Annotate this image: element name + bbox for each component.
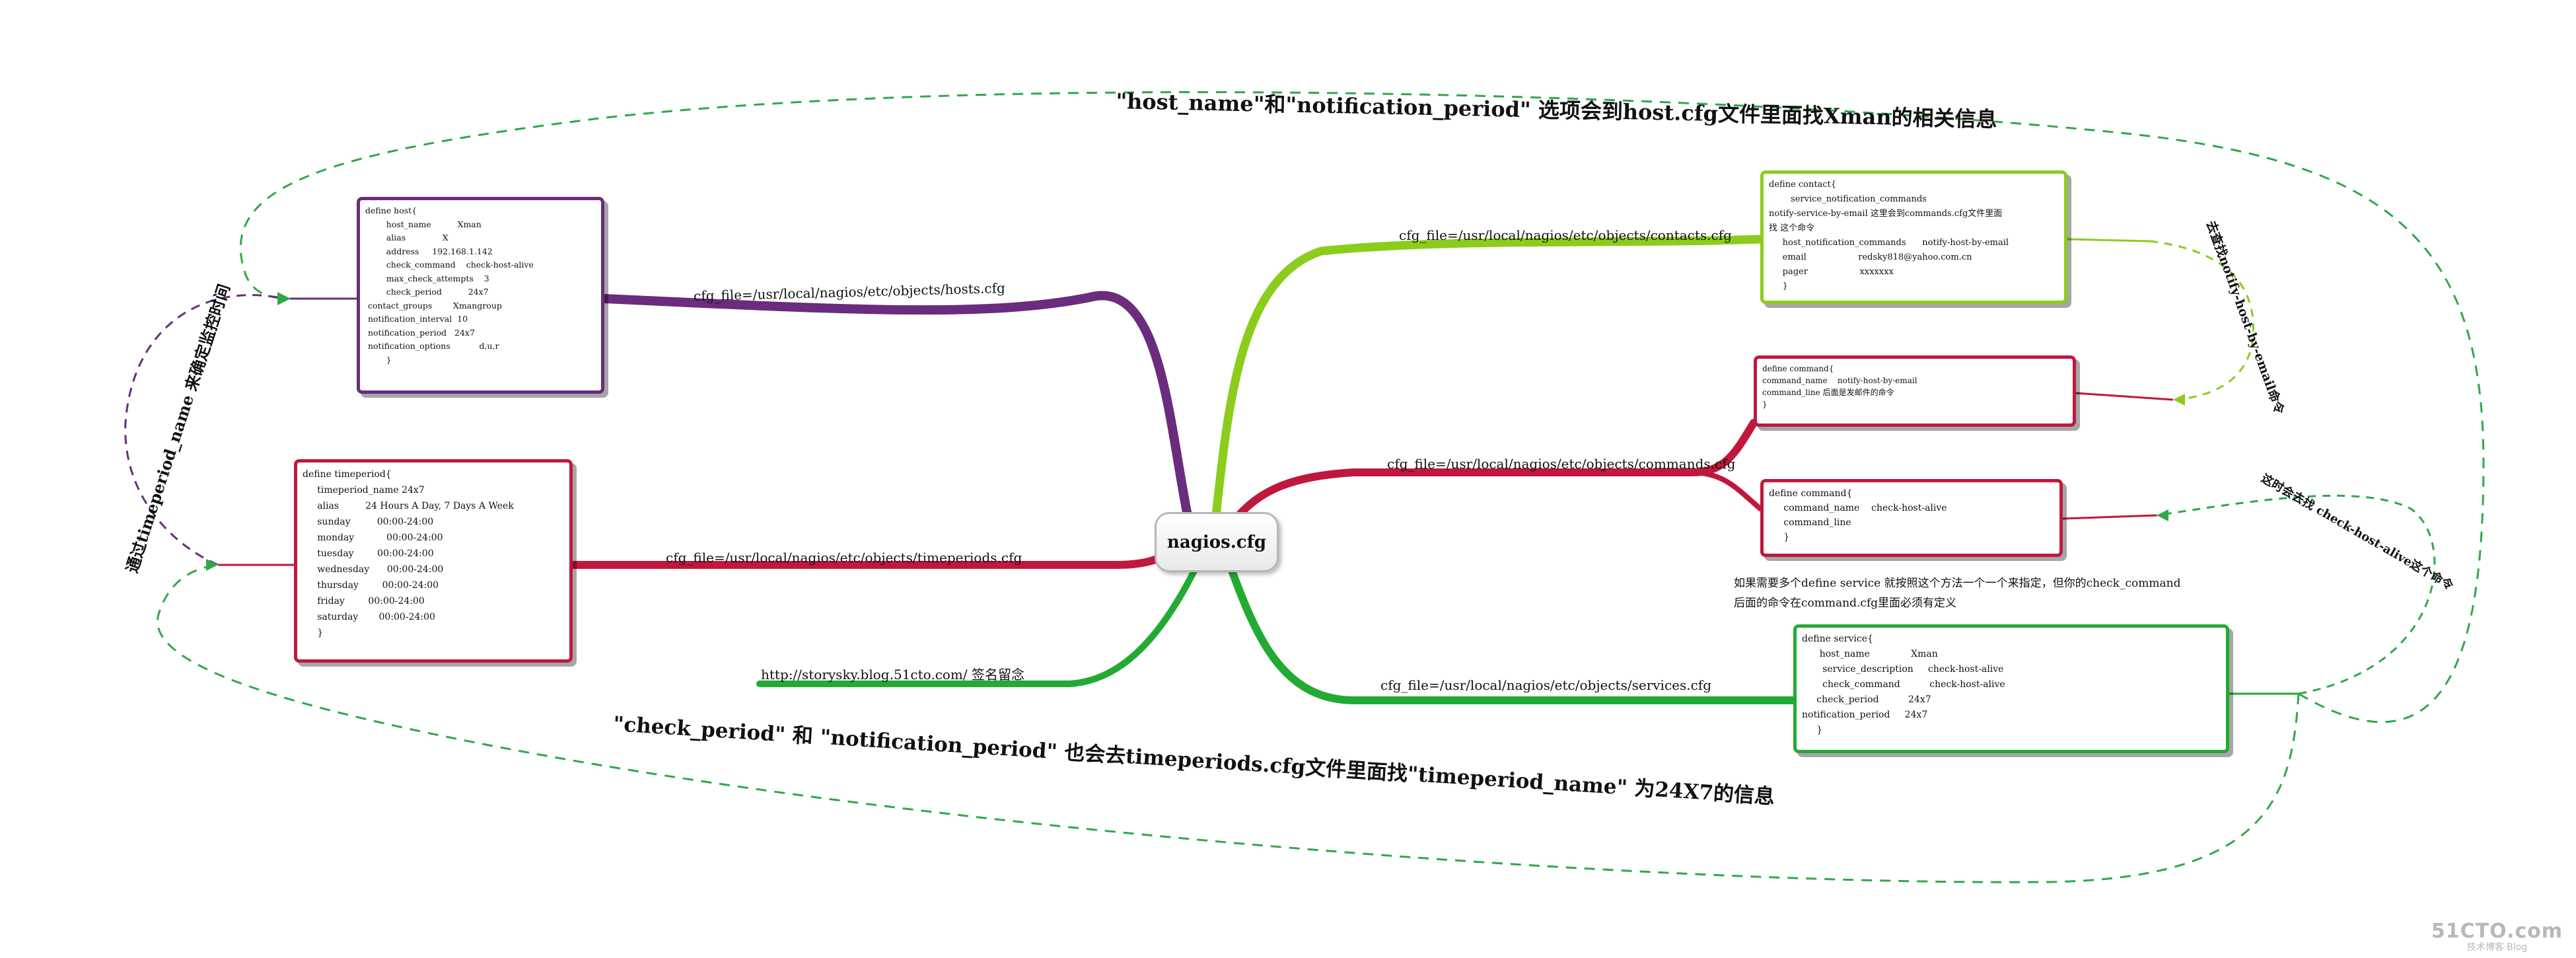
timeperiods-line: thursday 00:00-24:00	[303, 580, 439, 591]
branch-hosts	[600, 291, 1194, 527]
branch-services	[1225, 558, 1797, 704]
watermark-line-1: 51CTO.com	[2431, 920, 2563, 943]
services-line: service_description check-host-alive	[1802, 664, 2004, 675]
arrowhead-services	[2157, 509, 2168, 521]
command-check-host-alive-box: define command{ command_name check-host-…	[1760, 479, 2063, 557]
edge-label-commands: cfg_file=/usr/local/nagios/etc/objects/c…	[1387, 456, 1736, 472]
command2-line: define command{	[1769, 488, 1853, 499]
command2-line: }	[1769, 532, 1790, 542]
command-notify-host-box: define command{ command_name notify-host…	[1754, 355, 2076, 427]
arrowhead-left-loop	[277, 292, 291, 305]
hosts-line: max_check_attempts 3	[365, 273, 489, 283]
dashed-left-purple	[124, 294, 278, 566]
edge-label-contacts: cfg_file=/usr/local/nagios/etc/objects/c…	[1399, 227, 1732, 243]
hosts-line: }	[365, 354, 392, 365]
stub-command1	[2075, 392, 2174, 401]
timeperiods-line: friday 00:00-24:00	[303, 596, 425, 607]
services-line: check_command check-host-alive	[1802, 679, 2005, 690]
contacts-line: service_notification_commands	[1769, 194, 1927, 204]
command2-line: command_name check-host-alive	[1769, 503, 1947, 513]
timeperiods-line: tuesday 00:00-24:00	[303, 548, 434, 559]
services-line: host_name Xman	[1802, 649, 1938, 659]
timeperiods-line: wednesday 00:00-24:00	[303, 564, 444, 575]
hosts-line: contact_groups Xmangroup	[365, 300, 502, 311]
hosts-cfg-box: define host{ host_name Xman alias X addr…	[357, 197, 604, 394]
note-services-line-1: 如果需要多个define service 就按照这个方法一个一个来指定，但你的c…	[1734, 577, 2181, 590]
edge-label-services: cfg_file=/usr/local/nagios/etc/objects/s…	[1380, 677, 1712, 693]
watermark-line-2: 技术博客 Blog	[2466, 942, 2528, 953]
dashed-top-loop	[239, 91, 2485, 723]
contacts-line: define contact{	[1769, 180, 1837, 190]
arrowhead-timeperiods	[206, 559, 218, 571]
timeperiods-line: saturday 00:00-24:00	[303, 612, 435, 622]
command2-line: command_line	[1769, 517, 1851, 528]
edge-label-blog: http://storysky.blog.51cto.com/ 签名留念	[761, 667, 1024, 682]
branch-commands-2	[1688, 470, 1763, 511]
command1-line: define command{	[1762, 364, 1834, 373]
timeperiods-line: alias 24 Hours A Day, 7 Days A Week	[303, 501, 514, 511]
stub-command2	[2062, 514, 2157, 520]
services-line: }	[1802, 725, 1823, 735]
hosts-line: define host{	[365, 205, 417, 215]
services-line: check_period 24x7	[1802, 694, 1931, 705]
hosts-line: check_command check-host-alive	[365, 260, 534, 270]
contacts-line: 找 这个命令	[1769, 223, 1815, 233]
command1-line: command_name notify-host-by-email	[1762, 376, 1917, 385]
command1-line: }	[1762, 400, 1768, 409]
center-node-nagios-cfg: nagios.cfg	[1155, 512, 1279, 572]
command1-line: command_line 后面是发邮件的命令	[1762, 388, 1894, 397]
timeperiods-line: define timeperiod{	[303, 469, 392, 480]
branch-commands	[1225, 419, 1758, 533]
hosts-line: notification_options d,u,r	[365, 341, 499, 351]
hosts-line: check_period 24x7	[365, 287, 489, 297]
dashed-right-contacts	[2149, 240, 2254, 401]
hosts-line: address 192.168.1.142	[365, 246, 493, 256]
contacts-line: }	[1769, 281, 1788, 291]
timeperiods-line: monday 00:00-24:00	[303, 533, 443, 543]
hosts-line: notification_interval 10	[365, 314, 468, 324]
stub-contacts	[2067, 238, 2151, 242]
watermark-51cto: 51CTO.com 技术博客 Blog	[2431, 921, 2563, 953]
contacts-line: email redsky818@yahoo.com.cn	[1769, 252, 1972, 262]
timeperiods-line: timeperiod_name 24x7	[303, 485, 425, 496]
contacts-cfg-box: define contact{ service_notification_com…	[1760, 170, 2067, 304]
timeperiods-line: }	[303, 628, 324, 638]
dashed-bottom-loop	[157, 564, 2300, 883]
timeperiods-line: sunday 00:00-24:00	[303, 517, 434, 527]
note-services-line-2: 后面的命令在command.cfg里面必须有定义	[1734, 597, 1957, 610]
services-line: define service{	[1802, 634, 1873, 644]
hosts-line: host_name Xman	[365, 219, 482, 229]
dashed-right-services	[2156, 494, 2436, 695]
contacts-line: pager xxxxxxx	[1769, 267, 1894, 277]
arrowhead-contacts	[2173, 394, 2185, 406]
hosts-line: alias X	[365, 233, 448, 242]
services-line: notification_period 24x7	[1802, 710, 1928, 720]
center-node-label: nagios.cfg	[1166, 532, 1267, 552]
branch-contacts	[1211, 235, 1765, 527]
branch-blog	[756, 565, 1199, 687]
contacts-line: host_notification_commands notify-host-b…	[1769, 238, 2009, 248]
note-services-multiple: 如果需要多个define service 就按照这个方法一个一个来指定，但你的c…	[1734, 573, 2236, 613]
timeperiods-cfg-box: define timeperiod{ timeperiod_name 24x7 …	[294, 459, 573, 663]
hosts-line: notification_period 24x7	[365, 327, 475, 338]
services-cfg-box: define service{ host_name Xman service_d…	[1793, 624, 2229, 753]
edge-label-timeperiods: cfg_file=/usr/local/nagios/etc/objects/t…	[666, 550, 1022, 566]
contacts-line: notify-service-by-email 这里会到commands.cfg…	[1769, 209, 2003, 219]
